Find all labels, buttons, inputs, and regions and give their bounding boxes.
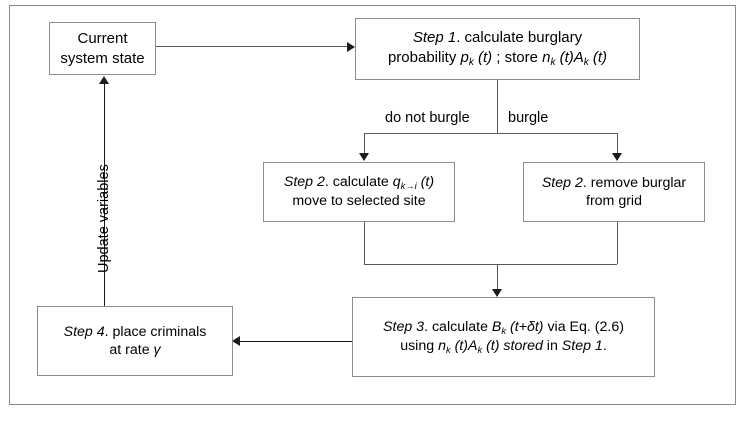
node-step-1-n-sub: k — [550, 56, 556, 68]
node-step-3[interactable]: Step 3. calculate Bk (t+δt) via Eq. (2.6… — [352, 297, 655, 377]
node-step-1-A-arg: (t) — [588, 48, 608, 66]
edge-step3-to-step4 — [240, 340, 352, 342]
node-step-3-line1-a: . calculate — [424, 319, 492, 336]
node-step-4-step: Step 4 — [63, 323, 105, 340]
node-step-3-line2-end: . — [602, 338, 607, 354]
node-step-1-n-arg: (t) — [555, 48, 574, 66]
node-step-1-line2-a: probability — [387, 48, 461, 66]
node-step-1-A-sub: k — [583, 56, 589, 68]
node-step-2-move-q-sub: k→i — [400, 181, 417, 192]
edge-merge-to-step3 — [496, 263, 498, 292]
node-step-2-remove[interactable]: Step 2. remove burglar from grid — [523, 162, 705, 222]
node-step-3-B-sub: k — [501, 325, 507, 336]
edge-branch-do-not-burgle — [363, 132, 365, 155]
node-step-2-move-q: q — [392, 174, 401, 191]
arrowhead-to-step1 — [347, 41, 355, 52]
node-step-3-A: A — [467, 338, 478, 354]
node-step-2-remove-label: Step 2. remove burglar from grid — [536, 174, 692, 211]
arrowhead-to-step2-left — [359, 153, 369, 161]
arrowhead-to-step3 — [492, 289, 502, 297]
node-step-3-A-sub: k — [477, 344, 483, 355]
node-step-1[interactable]: Step 1. calculate burglary probability p… — [355, 18, 640, 80]
node-step-3-line1-b: via Eq. (2.6) — [543, 319, 624, 336]
node-step-3-n-sub: k — [445, 344, 451, 355]
node-step-3-B: B — [491, 319, 502, 336]
node-step-3-A-arg: (t) — [482, 338, 500, 354]
node-step-1-line1: . calculate burglary — [456, 29, 583, 47]
node-step-4[interactable]: Step 4. place criminals at rate γ — [37, 306, 233, 376]
node-step-2-remove-step: Step 2 — [541, 174, 583, 191]
edge-step2-left-down — [363, 222, 365, 264]
node-step-2-move-line2: move to selected site — [292, 193, 426, 210]
node-step-2-move[interactable]: Step 2. calculate qk→i (t) move to selec… — [263, 162, 455, 222]
node-current-system-state-label: Current system state — [60, 30, 145, 67]
edge-step2-right-down — [616, 222, 618, 264]
edge-label-do-not-burgle: do not burgle — [385, 110, 470, 126]
node-step-1-p-arg: (t) — [473, 48, 493, 66]
edge-step4-to-current-state — [103, 84, 105, 306]
node-step-3-n: n — [438, 338, 446, 354]
node-step-1-p: p — [460, 48, 469, 66]
edge-current-state-to-step1 — [156, 46, 348, 48]
node-step-3-step-ref: Step 1 — [561, 338, 603, 354]
node-step-1-p-sub: k — [468, 56, 474, 68]
edge-branch-burgle — [616, 132, 618, 155]
node-step-3-label: Step 3. calculate Bk (t+δt) via Eq. (2.6… — [377, 318, 630, 356]
edge-label-burgle: burgle — [508, 110, 549, 126]
arrowhead-to-step4 — [232, 336, 240, 346]
node-step-3-line2-a: using — [400, 338, 439, 354]
node-step-1-label: Step 1. calculate burglary probability p… — [382, 28, 613, 69]
node-step-2-move-q-arg: (t) — [416, 174, 435, 191]
node-step-3-line2-b: in — [542, 338, 562, 354]
node-step-1-n: n — [542, 48, 551, 66]
node-step-3-step: Step 3 — [383, 319, 425, 336]
node-step-4-line1: . place criminals — [104, 323, 207, 340]
node-step-2-move-line1: . calculate — [324, 174, 393, 191]
node-step-2-remove-line1: . remove burglar — [582, 174, 687, 191]
edge-label-update-variables: Update variables — [96, 164, 112, 273]
node-step-4-gamma: γ — [153, 342, 161, 358]
arrowhead-to-step2-right — [612, 153, 622, 161]
edge-merge-bus — [364, 263, 617, 265]
node-step-2-move-label: Step 2. calculate qk→i (t) move to selec… — [278, 173, 440, 210]
node-step-2-remove-line2: from grid — [586, 193, 642, 209]
node-step-3-B-arg: (t+δt) — [506, 319, 544, 336]
node-step-3-n-arg: (t) — [450, 338, 468, 354]
node-step-4-line2-a: at rate — [109, 342, 154, 358]
node-step-2-move-step: Step 2 — [283, 174, 325, 191]
arrowhead-to-current-state — [99, 76, 109, 84]
edge-step1-down — [496, 80, 498, 133]
node-step-1-step: Step 1 — [412, 29, 457, 47]
node-step-4-label: Step 4. place criminals at rate γ — [58, 323, 213, 360]
edge-split-bus — [364, 132, 617, 134]
node-current-system-state[interactable]: Current system state — [49, 22, 156, 75]
node-step-3-stored: stored — [499, 338, 543, 354]
node-step-1-line2-b: ; store — [492, 48, 543, 66]
node-step-1-A: A — [573, 48, 584, 66]
